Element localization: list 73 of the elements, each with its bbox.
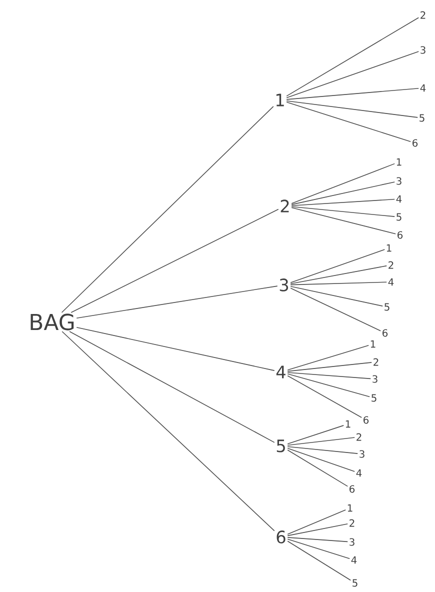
leaf-label: 4 [351, 556, 357, 564]
branch-line [287, 509, 346, 535]
branch-line [287, 540, 352, 581]
branch-line [62, 331, 275, 532]
branch-line [287, 446, 358, 454]
leaf-label: 5 [352, 579, 358, 587]
branch-line [61, 106, 274, 313]
leaf-label: 5 [384, 303, 390, 311]
leaf-label: 1 [396, 158, 402, 166]
leaf-label: 1 [346, 420, 350, 428]
branch-label: 2 [280, 200, 289, 212]
branch-label: 4 [276, 366, 286, 378]
branch-label: 5 [276, 440, 285, 452]
branch-label: 3 [280, 278, 288, 292]
branch-line [287, 372, 372, 380]
branch-label: 1 [276, 94, 284, 106]
branch-line [287, 344, 370, 370]
leaf-label: 2 [388, 261, 394, 269]
branch-line [287, 523, 348, 536]
branch-line [290, 286, 384, 306]
branch-line [286, 51, 419, 98]
leaf-label: 6 [398, 231, 403, 239]
leaf-label: 4 [396, 195, 402, 203]
branch-line [286, 102, 412, 142]
leaf-label: 3 [360, 450, 364, 458]
leaf-label: 4 [420, 84, 426, 92]
leaf-label: 5 [396, 213, 402, 221]
branch-line [287, 437, 356, 446]
leaf-label: 6 [350, 485, 355, 493]
leaf-label: 2 [356, 433, 362, 441]
leaf-label: 5 [372, 394, 376, 402]
leaf-label: 6 [364, 416, 369, 424]
branch-line [291, 182, 396, 205]
branch-line [76, 326, 275, 371]
branch-line [287, 448, 356, 472]
leaf-label: 3 [396, 177, 402, 185]
branch-line [286, 88, 419, 100]
leaf-label: 4 [356, 469, 362, 477]
branch-line [287, 450, 348, 487]
leaf-label: 6 [382, 329, 388, 337]
branch-line [291, 206, 396, 217]
branch-label: 6 [276, 530, 286, 544]
branch-line [69, 331, 275, 443]
branch-line [287, 537, 348, 542]
branch-line [287, 362, 372, 372]
branch-line [287, 373, 370, 398]
leaf-label: 2 [374, 358, 378, 366]
branch-line [291, 198, 396, 206]
branch-line [291, 207, 396, 234]
branch-line [287, 375, 362, 418]
branch-line [287, 538, 350, 560]
leaf-label: 1 [386, 244, 392, 252]
leaf-label: 4 [388, 278, 394, 286]
leaf-label: 3 [420, 46, 426, 54]
leaf-label: 6 [412, 139, 418, 147]
branch-line [290, 288, 382, 332]
leaf-label: 1 [370, 340, 376, 348]
branch-line [291, 163, 396, 204]
leaf-label: 3 [372, 375, 378, 383]
root-label: BAG [30, 314, 74, 330]
leaf-label: 2 [350, 519, 354, 527]
branch-line [287, 425, 344, 444]
branch-line [290, 282, 388, 286]
leaf-label: 1 [348, 504, 352, 512]
branch-line [290, 249, 386, 284]
branch-line [286, 17, 419, 96]
branch-line [76, 286, 278, 318]
branch-line [70, 208, 279, 313]
leaf-label: 3 [350, 538, 354, 546]
branch-line [290, 265, 388, 284]
leaf-label: 5 [420, 114, 424, 122]
branch-line [286, 100, 418, 118]
leaf-label: 2 [420, 11, 426, 19]
